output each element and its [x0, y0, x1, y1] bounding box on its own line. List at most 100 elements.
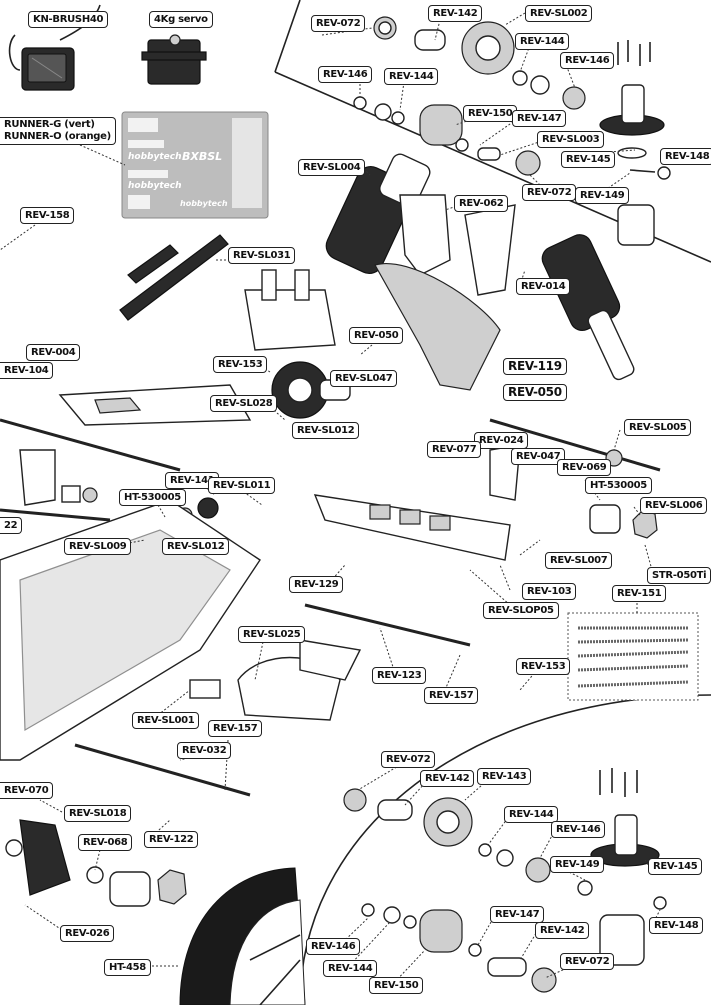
- label-rev-sl009: REV-SL009: [64, 538, 132, 555]
- rear-upright-parts: [5, 819, 187, 907]
- label-box-rev-150: REV-150: [463, 105, 518, 122]
- screw-bag: [567, 612, 699, 701]
- label-box-rev-146-a: REV-146: [560, 52, 615, 69]
- label-rev-sl005: REV-SL005: [624, 419, 692, 436]
- label-rev-151: REV-151: [612, 585, 667, 602]
- label-rev-153-bottom: REV-153: [516, 658, 571, 675]
- servo-unit: [141, 34, 207, 85]
- label-c-rev-142: REV-142: [420, 770, 475, 787]
- label-runner-o: RUNNER-O (orange): [4, 131, 111, 142]
- label-c-rev-147: REV-147: [490, 906, 545, 923]
- label-rev-077: REV-077: [427, 441, 482, 458]
- label-c-rev-143: REV-143: [477, 768, 532, 785]
- label-rev-slop05: REV-SLOP05: [483, 602, 559, 619]
- label-c-rev-145: REV-145: [648, 858, 703, 875]
- label-ht-530005-right: HT-530005: [585, 477, 652, 494]
- label-rev-158: REV-158: [20, 207, 75, 224]
- label-box-rev-072-b: REV-072: [522, 184, 577, 201]
- chassis-tub: [0, 499, 261, 761]
- label-rev-104: REV-104: [0, 362, 54, 379]
- label-box-rev-014: REV-014: [516, 278, 571, 295]
- front-arm: [313, 494, 511, 561]
- label-c-rev-072: REV-072: [381, 751, 436, 768]
- label-rev-sl001: REV-SL001: [132, 712, 200, 729]
- label-rev-sl007: REV-SL007: [545, 552, 613, 569]
- label-rev-070: REV-070: [0, 782, 54, 799]
- label-c-rev-148: REV-148: [649, 917, 704, 934]
- label-runner-g: RUNNER-G (vert): [4, 119, 95, 130]
- decal-brand-text-2: hobbytech: [128, 181, 182, 191]
- velcro-strap: [119, 234, 229, 321]
- diff-detail-circle: [299, 694, 711, 1005]
- label-box-rev-sl002: REV-SL002: [525, 5, 593, 22]
- label-box-rev-062: REV-062: [454, 195, 509, 212]
- label-rev-050-a: REV-050: [349, 327, 404, 344]
- label-rev-sl018: REV-SL018: [64, 805, 132, 822]
- label-rev-122: REV-122: [144, 831, 199, 848]
- label-c-rev-146-b: REV-146: [306, 938, 361, 955]
- label-rev-sl047: REV-SL047: [330, 370, 398, 387]
- shock-towers: [374, 194, 516, 391]
- label-str-050ti: STR-050Ti: [647, 567, 711, 584]
- gearbox-parts: [353, 16, 671, 246]
- label-box-rev-sl004: REV-SL004: [298, 159, 366, 176]
- label-rev-sl012-top: REV-SL012: [292, 422, 360, 439]
- label-runner: RUNNER-G (vert) RUNNER-O (orange): [0, 117, 116, 145]
- label-box-rev-147: REV-147: [512, 110, 567, 127]
- decal-sheet: [121, 111, 269, 219]
- label-box-rev-144-b: REV-144: [384, 68, 439, 85]
- rear-shock: [325, 153, 431, 274]
- label-box-rev-146-b: REV-146: [318, 66, 373, 83]
- label-kn-brush40: KN-BRUSH40: [28, 11, 109, 28]
- label-c-rev-149: REV-149: [550, 856, 605, 873]
- esc-unit: [8, 4, 101, 91]
- label-rev-026: REV-026: [60, 925, 115, 942]
- rear-arm: [58, 384, 252, 426]
- label-rev-sl011: REV-SL011: [208, 477, 276, 494]
- label-box-rev-145: REV-145: [561, 151, 616, 168]
- label-rev-157-b: REV-157: [208, 720, 263, 737]
- label-c-rev-144-a: REV-144: [504, 806, 559, 823]
- label-rev-119: REV-119: [503, 358, 567, 375]
- label-c-rev-142-b: REV-142: [535, 922, 590, 939]
- decal-brand-text-1: hobbytech: [128, 152, 182, 162]
- label-c-rev-072-b: REV-072: [560, 953, 615, 970]
- label-rev-032: REV-032: [177, 742, 232, 759]
- label-box-rev-072: REV-072: [311, 15, 366, 32]
- label-box-rev-142: REV-142: [428, 5, 483, 22]
- label-rev-103: REV-103: [522, 583, 577, 600]
- label-c-rev-146-a: REV-146: [551, 821, 606, 838]
- label-box-rev-149: REV-149: [575, 187, 630, 204]
- detail-diff-parts: [343, 768, 667, 993]
- label-rev-123: REV-123: [372, 667, 427, 684]
- label-rev-068: REV-068: [78, 834, 133, 851]
- driveshafts: [0, 418, 661, 797]
- label-box-rev-144-a: REV-144: [515, 33, 570, 50]
- decal-model-text: BXBSL: [182, 150, 223, 163]
- tire: [179, 867, 306, 1005]
- label-rev-sl025: REV-SL025: [238, 626, 306, 643]
- label-c-rev-150: REV-150: [369, 977, 424, 994]
- label-rev-129: REV-129: [289, 576, 344, 593]
- label-ht-458: HT-458: [104, 959, 151, 976]
- label-box-rev-sl003: REV-SL003: [537, 131, 605, 148]
- label-rev-004: REV-004: [26, 344, 81, 361]
- label-ht-530005-left: HT-530005: [119, 489, 186, 506]
- label-rev-050-b: REV-050: [503, 384, 567, 401]
- label-rev-153-top: REV-153: [213, 356, 268, 373]
- label-rev-sl012-bottom: REV-SL012: [162, 538, 230, 555]
- decal-brand-text-3: hobbytech: [180, 199, 228, 208]
- label-rev-sl031: REV-SL031: [228, 247, 296, 264]
- label-4kg-servo: 4Kg servo: [149, 11, 213, 28]
- label-rev-047: REV-047: [511, 448, 566, 465]
- label-rev-sl006: REV-SL006: [640, 497, 708, 514]
- label-rev-157-a: REV-157: [424, 687, 479, 704]
- front-shock: [541, 234, 635, 381]
- label-c-rev-144-b: REV-144: [323, 960, 378, 977]
- label-rev-22: 22: [0, 517, 23, 534]
- label-rev-sl028: REV-SL028: [210, 395, 278, 412]
- label-rev-069: REV-069: [557, 459, 612, 476]
- label-box-rev-148: REV-148: [660, 148, 711, 165]
- label-rev-024: REV-024: [474, 432, 529, 449]
